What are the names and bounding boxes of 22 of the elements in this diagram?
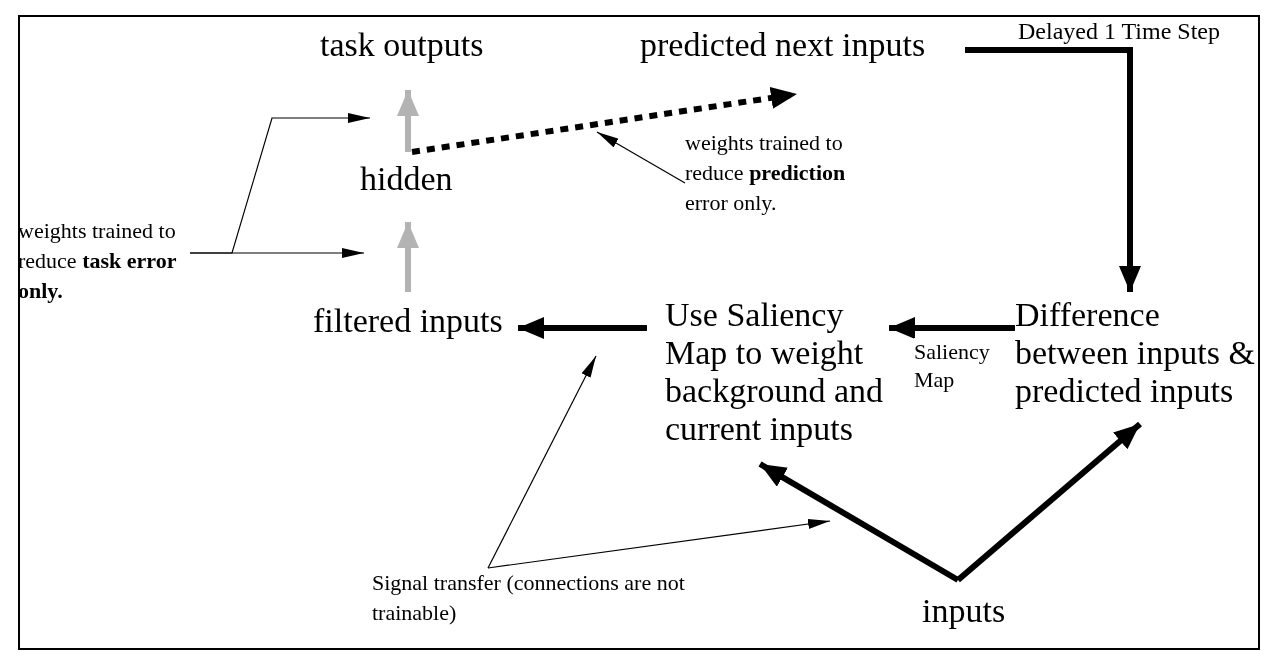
arrow [889, 317, 1015, 339]
leader-arrow [596, 131, 686, 184]
leader-arrow [189, 248, 365, 258]
saliency-weighting-step: Use Saliency Map to weight background and current inputs [647, 296, 889, 464]
arrow [397, 90, 419, 152]
inputs-label: inputs [922, 580, 1012, 630]
signal-transfer-note: Signal transfer (connections are not trainable) [372, 568, 712, 628]
output-label: task outputs [320, 26, 500, 90]
arrow [758, 461, 960, 583]
hidden-layer-label: hidden [360, 152, 465, 222]
difference-step: Difference between inputs & predicted inputs [1015, 292, 1257, 424]
dashed-arrow [411, 87, 798, 155]
task-weights-note: weights trained to reduce task error only. [18, 216, 190, 306]
filtered-inputs-label: filtered inputs [313, 292, 518, 340]
arrow [397, 222, 419, 292]
prediction-label: predicted next inputs [640, 26, 965, 94]
arrow [518, 317, 647, 339]
prediction-weights-note: weights trained to reduce prediction error only. [685, 128, 870, 218]
leader-arrow [487, 355, 597, 569]
arrow [965, 47, 1141, 292]
arrow [956, 421, 1142, 583]
leader-arrow [487, 519, 831, 569]
